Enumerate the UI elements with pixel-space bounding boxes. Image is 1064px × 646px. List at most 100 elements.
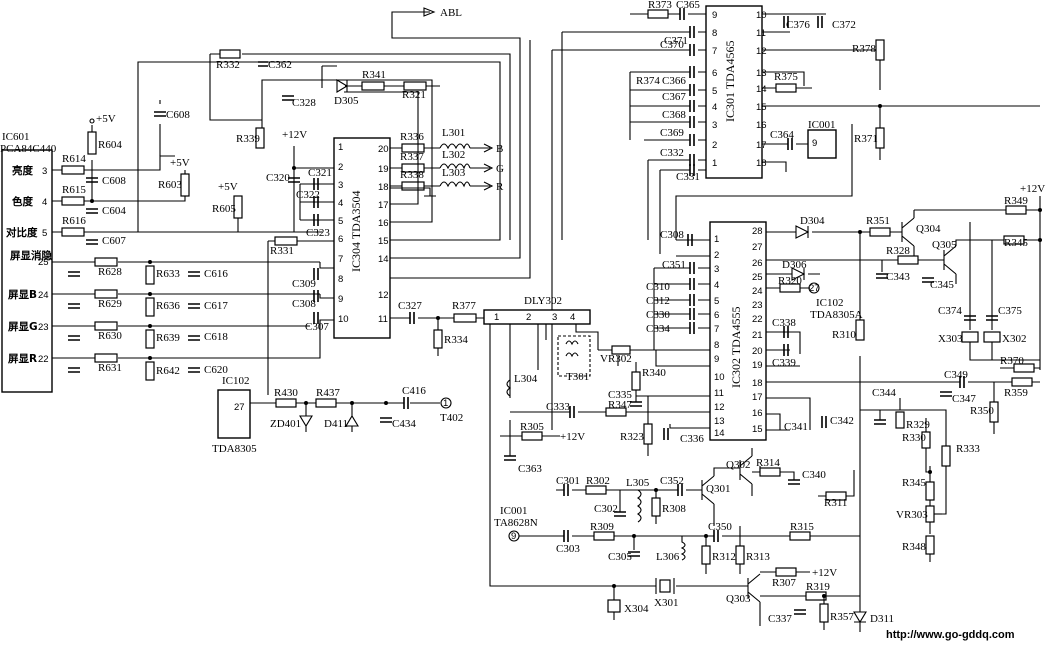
ic102-name: IC102 xyxy=(222,375,250,387)
ic301-pin: 4 xyxy=(712,102,717,113)
ic601-name: IC601 xyxy=(2,131,30,143)
label-r347: R347 xyxy=(608,399,632,411)
label-c342: C342 xyxy=(830,415,854,427)
ic302-pin: 12 xyxy=(714,402,725,413)
label-c338: C338 xyxy=(772,317,796,329)
ic302-wiring: C308 C351 C310 C312 C330 C334 D304 R310 … xyxy=(646,215,946,433)
label-q301: Q301 xyxy=(706,483,730,495)
label-c366: C366 xyxy=(662,75,686,87)
label-c343: C343 xyxy=(886,271,910,283)
label-c616: C616 xyxy=(204,268,228,280)
label-r616: R616 xyxy=(62,215,86,227)
label-r302: R302 xyxy=(586,475,610,487)
ic301-pin: 10 xyxy=(756,10,767,21)
ic304-pin: 2 xyxy=(338,162,343,173)
power-5v-a: +5V xyxy=(96,113,116,125)
label-c302: C302 xyxy=(594,503,618,515)
ic301-pin: 14 xyxy=(756,84,767,95)
ic304-pin: 8 xyxy=(338,274,343,285)
label-c368: C368 xyxy=(662,109,686,121)
ic301-pin: 15 xyxy=(756,102,767,113)
ic601-pin-num: 3 xyxy=(42,166,47,177)
dly302: DLY302 1 2 3 4 T301 VR302 R340 C335 L304… xyxy=(483,295,710,475)
ic302-pin: 9 xyxy=(714,354,719,365)
label-r371: R371 xyxy=(854,133,878,145)
ic301-pin: 17 xyxy=(756,140,767,151)
ic102-pin: 27 xyxy=(234,402,245,413)
power-5v-b: +5V xyxy=(170,157,190,169)
ic302-name: IC302 TDA4555 xyxy=(729,307,743,388)
ic302-pin: 16 xyxy=(752,408,763,419)
ic601-pin-num: 22 xyxy=(38,354,49,365)
ic102a-pin: 27 xyxy=(809,283,820,294)
label-c309: C309 xyxy=(292,278,316,290)
ic301-pin: 12 xyxy=(756,46,767,57)
ic302-pin: 10 xyxy=(714,372,725,383)
label-r339: R339 xyxy=(236,133,260,145)
label-r329: R329 xyxy=(906,419,930,431)
ic302: IC302 TDA4555 1 2 3 4 5 6 7 8 9 10 11 12… xyxy=(709,221,767,441)
ic301-pin: 11 xyxy=(756,28,766,39)
label-r330: R330 xyxy=(902,432,926,444)
label-c334: C334 xyxy=(646,323,670,335)
label-r373: R373 xyxy=(648,0,672,11)
label-r311: R311 xyxy=(824,497,847,509)
ic304-pin: 18 xyxy=(378,182,389,193)
label-c372: C372 xyxy=(832,19,856,31)
label-c328: C328 xyxy=(292,97,316,109)
label-vr303: VR303 xyxy=(896,509,928,521)
ic302-pin: 20 xyxy=(752,346,763,357)
label-c608: C608 xyxy=(166,109,190,121)
ic601-pin-label: 色度 xyxy=(12,195,33,208)
dly302-name: DLY302 xyxy=(524,295,562,307)
ic304-pin: 15 xyxy=(378,236,389,247)
ic601-pin-label: 屏显B xyxy=(7,289,37,301)
label-d304: D304 xyxy=(800,215,825,227)
label-r628: R628 xyxy=(98,266,122,278)
ic601-part: PCA84C440 xyxy=(0,143,57,155)
ic302-pin: 28 xyxy=(752,226,763,237)
watermark: http://www.go-gddq.com xyxy=(886,629,1015,641)
label-r314: R314 xyxy=(756,457,780,469)
ic304-pin: 4 xyxy=(338,198,343,209)
label-c339: C339 xyxy=(772,357,796,369)
ic304-pin: 11 xyxy=(378,314,388,325)
ic304-name: IC304 TDA3504 xyxy=(349,191,363,272)
ic601-pin-label: 对比度 xyxy=(6,226,38,239)
label-r639: R639 xyxy=(156,332,180,344)
dly302-pin: 3 xyxy=(552,312,557,323)
ic304-pin: 9 xyxy=(338,294,343,305)
label-q303: Q303 xyxy=(726,593,751,605)
ic302-pin: 1 xyxy=(714,234,719,245)
ic301-pin: 2 xyxy=(712,140,717,151)
label-c322: C322 xyxy=(296,189,320,201)
label-c374: C374 xyxy=(938,305,962,317)
label-r636: R636 xyxy=(156,300,180,312)
right-section: R351 Q304 R349 +12V R328 Q305 R345 C343 … xyxy=(860,183,1045,562)
label-r337: R337 xyxy=(400,151,424,163)
label-c370: C370 xyxy=(660,39,684,51)
label-c337: C337 xyxy=(768,613,792,625)
ic304: IC304 TDA3504 1 2 3 4 5 6 7 8 9 10 20 19… xyxy=(333,137,391,339)
label-c332: C332 xyxy=(660,147,684,159)
label-vr302: VR302 xyxy=(600,353,632,365)
label-r305: R305 xyxy=(520,421,544,433)
ic304-wiring: R336 L301 B R337 L302 G R338 L303 R +12V… xyxy=(137,7,531,395)
label-r374: R374 xyxy=(636,75,660,87)
label-d306: D306 xyxy=(782,259,807,271)
label-r334: R334 xyxy=(444,334,468,346)
ic301-name: IC301 TDA4565 xyxy=(723,41,737,122)
ic601-pin-label: 亮度 xyxy=(12,164,33,177)
label-c604: C604 xyxy=(102,205,126,217)
dly302-pin: 4 xyxy=(570,312,575,323)
label-r309: R309 xyxy=(590,521,614,533)
label-t301: T301 xyxy=(566,371,589,383)
label-r338: R338 xyxy=(400,169,424,181)
label-c308: C308 xyxy=(292,298,316,310)
label-r377: R377 xyxy=(452,300,476,312)
label-r350: R350 xyxy=(970,405,994,417)
label-c617: C617 xyxy=(204,300,228,312)
label-l305: L305 xyxy=(626,477,650,489)
power-12v-b: +12V xyxy=(1020,183,1045,195)
